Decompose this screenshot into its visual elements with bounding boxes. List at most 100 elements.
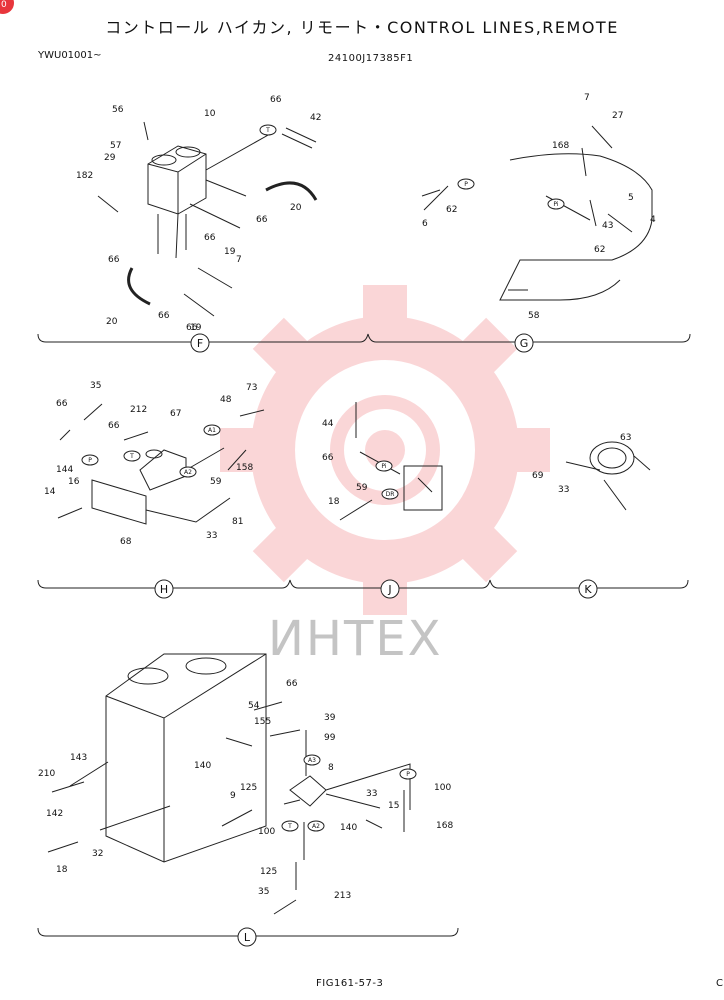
part-number-label: 54 xyxy=(248,701,260,711)
part-number-label: 18 xyxy=(328,497,340,507)
port-mark-badge xyxy=(281,820,299,832)
port-mark-label: A3 xyxy=(308,757,316,764)
part-number-label: 142 xyxy=(46,809,63,819)
port-mark-label: T xyxy=(129,453,134,460)
part-number-label: 10 xyxy=(204,109,216,119)
section-marker-j xyxy=(380,579,400,599)
part-number-label: 155 xyxy=(254,717,271,727)
divider-f-g xyxy=(37,333,691,343)
part-number-label: 29 xyxy=(104,153,116,163)
part-number-label: 59 xyxy=(356,483,368,493)
part-number-label: 20 xyxy=(106,317,118,327)
port-mark-label: P xyxy=(406,771,410,778)
part-number-label: 100 xyxy=(434,783,451,793)
part-number-label: 7 xyxy=(584,93,590,103)
section-label-h: H xyxy=(160,583,168,596)
section-markers: F G H J K L xyxy=(154,333,598,947)
corner-badge: 0 xyxy=(0,0,14,14)
part-number-label: 66 xyxy=(108,421,120,431)
part-number-label: 140 xyxy=(340,823,357,833)
section-marker-f xyxy=(190,333,210,353)
section-label-g: G xyxy=(520,337,529,350)
port-mark-label: Pi xyxy=(381,463,386,470)
part-number-label: 66 xyxy=(256,215,268,225)
part-number-label: 125 xyxy=(240,783,257,793)
part-number-label: 81 xyxy=(232,517,243,527)
part-number-label: 35 xyxy=(90,381,101,391)
part-number-label: 73 xyxy=(246,383,257,393)
part-number-label: 66 xyxy=(186,323,198,333)
section-label-l: L xyxy=(244,931,251,944)
page-title: コントロール ハイカン, リモート・CONTROL LINES,REMOTE xyxy=(105,18,619,37)
part-number-label: 14 xyxy=(44,487,56,497)
part-number-label: 33 xyxy=(558,485,569,495)
part-number-label: 67 xyxy=(170,409,181,419)
part-number-label: 56 xyxy=(112,105,124,115)
section-label-f: F xyxy=(197,337,203,350)
part-number-label: 66 xyxy=(158,311,170,321)
part-number-label: 33 xyxy=(366,789,377,799)
part-number-label: 15 xyxy=(388,801,399,811)
port-mark-label: A2 xyxy=(184,469,192,476)
part-number-label: 66 xyxy=(56,399,68,409)
part-number-label: 140 xyxy=(194,761,211,771)
part-number-label: 62 xyxy=(594,245,605,255)
part-number-label: 16 xyxy=(68,477,80,487)
part-number-label: 144 xyxy=(56,465,73,475)
port-mark-label: T xyxy=(265,127,270,134)
part-number-label: 66 xyxy=(322,453,334,463)
part-number-label: 39 xyxy=(324,713,336,723)
part-number-label: 182 xyxy=(76,171,93,181)
port-mark-badge xyxy=(81,454,99,466)
port-mark-badge xyxy=(307,820,325,832)
part-number-label: 213 xyxy=(334,891,351,901)
part-number-label: 33 xyxy=(206,531,217,541)
part-number-label: 210 xyxy=(38,769,55,779)
part-number-label: 66 xyxy=(108,255,120,265)
part-number-label: 20 xyxy=(290,203,302,213)
part-number-label: 66 xyxy=(286,679,298,689)
section-marker-g xyxy=(514,333,534,353)
part-number-label: 168 xyxy=(552,141,569,151)
section-marker-l xyxy=(237,927,257,947)
line-drawings xyxy=(47,121,653,915)
port-mark-badge xyxy=(203,424,221,436)
section-marker-h xyxy=(154,579,174,599)
part-number-label: 63 xyxy=(620,433,631,443)
part-number-label: 158 xyxy=(236,463,253,473)
port-mark-label: P xyxy=(88,457,92,464)
part-number-label: 5 xyxy=(628,193,634,203)
part-number-label: 68 xyxy=(120,537,132,547)
document-number: 24100J17385F1 xyxy=(328,53,414,64)
port-mark-badge xyxy=(547,198,565,210)
part-number-label: 143 xyxy=(70,753,87,763)
section-label-k: K xyxy=(584,583,592,596)
port-mark-badge xyxy=(399,768,417,780)
part-number-label: 19 xyxy=(224,247,236,257)
part-number-label: 62 xyxy=(446,205,457,215)
port-mark-label: A2 xyxy=(312,823,320,830)
part-number-label: 125 xyxy=(260,867,277,877)
port-mark-badge xyxy=(179,466,197,478)
part-number-label: 66 xyxy=(204,233,216,243)
part-number-label: 35 xyxy=(258,887,269,897)
part-number-label: 18 xyxy=(56,865,68,875)
port-mark-badge xyxy=(381,488,399,500)
section-marker-k xyxy=(578,579,598,599)
port-mark-badge xyxy=(375,460,393,472)
part-number-label: 58 xyxy=(528,311,540,321)
part-number-label: 32 xyxy=(92,849,103,859)
part-number-label: 66 xyxy=(270,95,282,105)
figure-reference: FIG161-57-3 xyxy=(316,978,384,989)
part-number-label: 168 xyxy=(436,821,453,831)
part-number-label: 99 xyxy=(324,733,336,743)
port-mark-badge xyxy=(259,124,277,136)
part-number-label: 100 xyxy=(258,827,275,837)
section-label-j: J xyxy=(387,583,391,596)
watermark-text: ИНТЕХ xyxy=(268,611,443,667)
watermark-gear-icon xyxy=(220,285,550,615)
part-number-label: 8 xyxy=(328,763,334,773)
part-number-label: 27 xyxy=(612,111,623,121)
